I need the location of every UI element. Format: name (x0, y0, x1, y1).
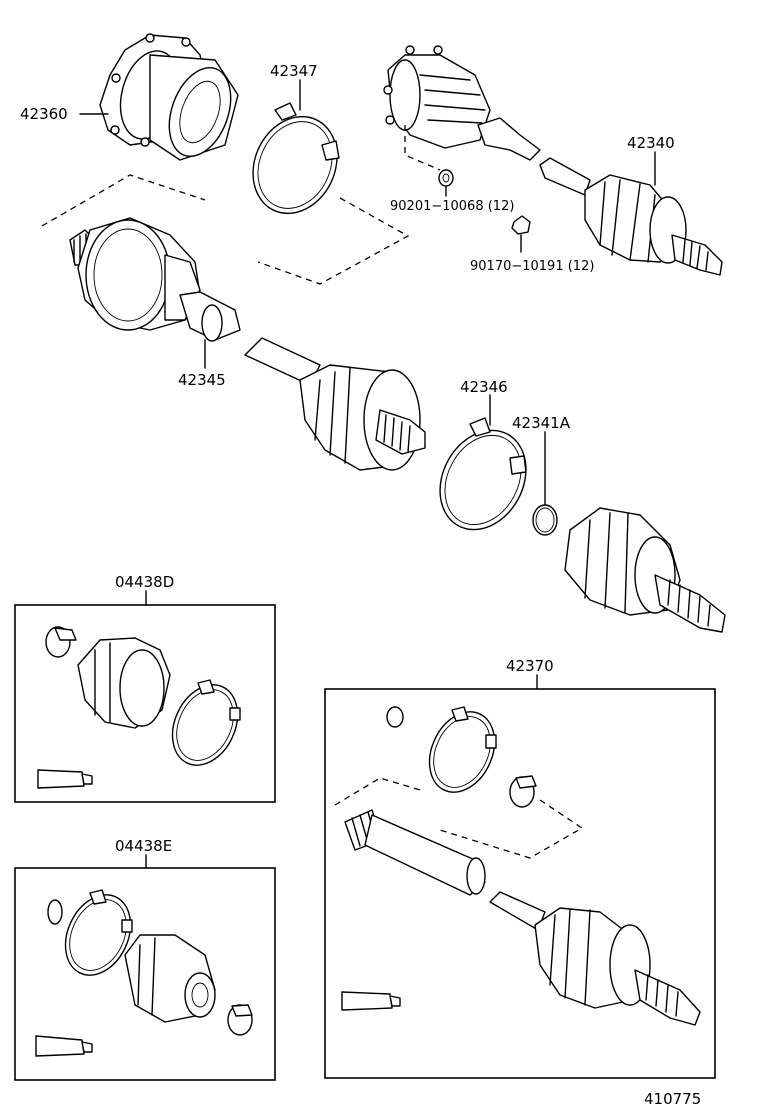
label-42347: 42347 (270, 62, 318, 80)
label-04438E: 04438E (115, 837, 172, 855)
part-outer-joint-center[interactable] (244, 337, 426, 471)
label-42370: 42370 (506, 657, 554, 675)
part-90170-nut[interactable] (511, 215, 531, 235)
part-90201-nut[interactable] (438, 169, 454, 187)
label-90170: 90170−10191 (12) (470, 259, 594, 274)
part-outer-joint-lower[interactable] (564, 507, 726, 633)
part-42341A-ring[interactable] (532, 504, 558, 536)
kit-04438E-box (14, 867, 276, 1081)
part-42345-joint[interactable] (69, 217, 241, 342)
label-42346: 42346 (460, 378, 508, 396)
assy-42370-box (324, 688, 716, 1079)
label-90201: 90201−10068 (12) (390, 199, 514, 214)
figure-number: 410775 (644, 1090, 701, 1108)
part-42340-shaft[interactable] (539, 157, 723, 276)
assy-42370-parts[interactable] (334, 701, 701, 1026)
part-42346-band[interactable] (423, 415, 542, 544)
label-04438D: 04438D (115, 573, 174, 591)
kit-04438E-parts[interactable] (35, 884, 253, 1057)
label-42360: 42360 (20, 105, 68, 123)
part-42347-clamp[interactable] (238, 102, 353, 227)
label-42345: 42345 (178, 371, 226, 389)
label-42341A: 42341A (512, 414, 571, 432)
kit-04438D-box (14, 604, 276, 803)
kit-04438D-parts[interactable] (37, 626, 250, 789)
part-42360-housing[interactable] (99, 33, 242, 165)
part-inner-joint-upper[interactable] (383, 45, 541, 161)
label-42340: 42340 (627, 134, 675, 152)
